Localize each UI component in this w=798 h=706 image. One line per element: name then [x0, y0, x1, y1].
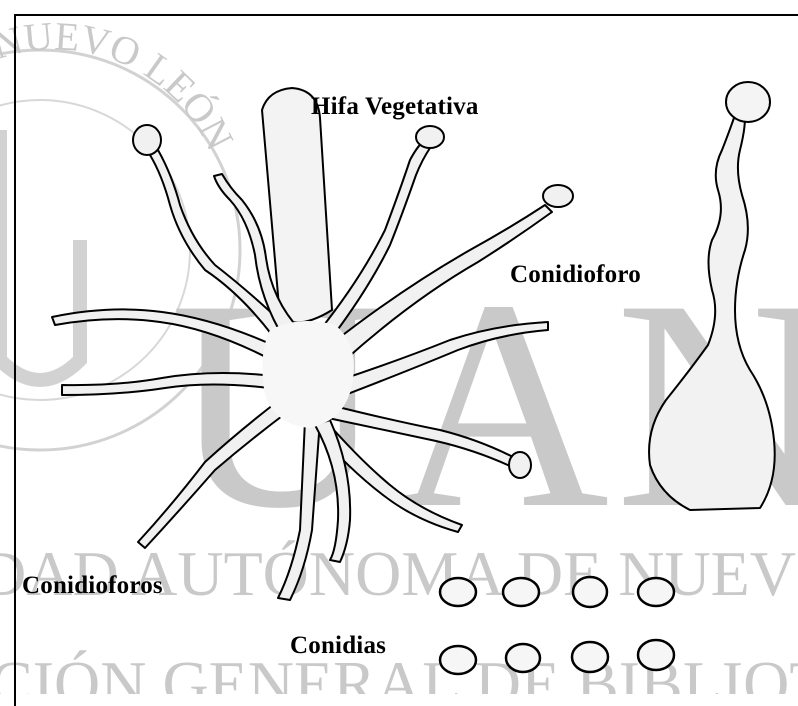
conidiophore-body — [649, 115, 775, 510]
conidium — [638, 578, 674, 606]
label-hifa-vegetativa: Hifa Vegetativa — [311, 93, 479, 121]
single-conidiophore — [649, 82, 775, 510]
conidium — [440, 578, 476, 606]
branch-bottom-left — [138, 398, 290, 548]
spore-head-lower-right — [509, 452, 531, 478]
conidiophore-head — [726, 82, 770, 122]
label-conidias: Conidias — [290, 632, 386, 660]
conidium — [638, 640, 674, 670]
conidia-group — [440, 577, 674, 674]
conidiophore-cluster — [52, 88, 573, 600]
branch-bottom — [278, 420, 320, 600]
label-conidioforo: Conidioforo — [510, 261, 641, 289]
conidium — [572, 642, 608, 672]
spore-head-top-right — [416, 126, 444, 148]
label-conidioforos: Conidioforos — [22, 572, 163, 600]
conidium — [573, 577, 607, 607]
conidium — [440, 646, 476, 674]
branch-left-lower — [62, 373, 290, 395]
conidium — [503, 578, 539, 606]
conidium — [506, 644, 540, 672]
spore-head-upper-left — [133, 125, 161, 155]
spore-head-right-upper — [543, 185, 573, 207]
